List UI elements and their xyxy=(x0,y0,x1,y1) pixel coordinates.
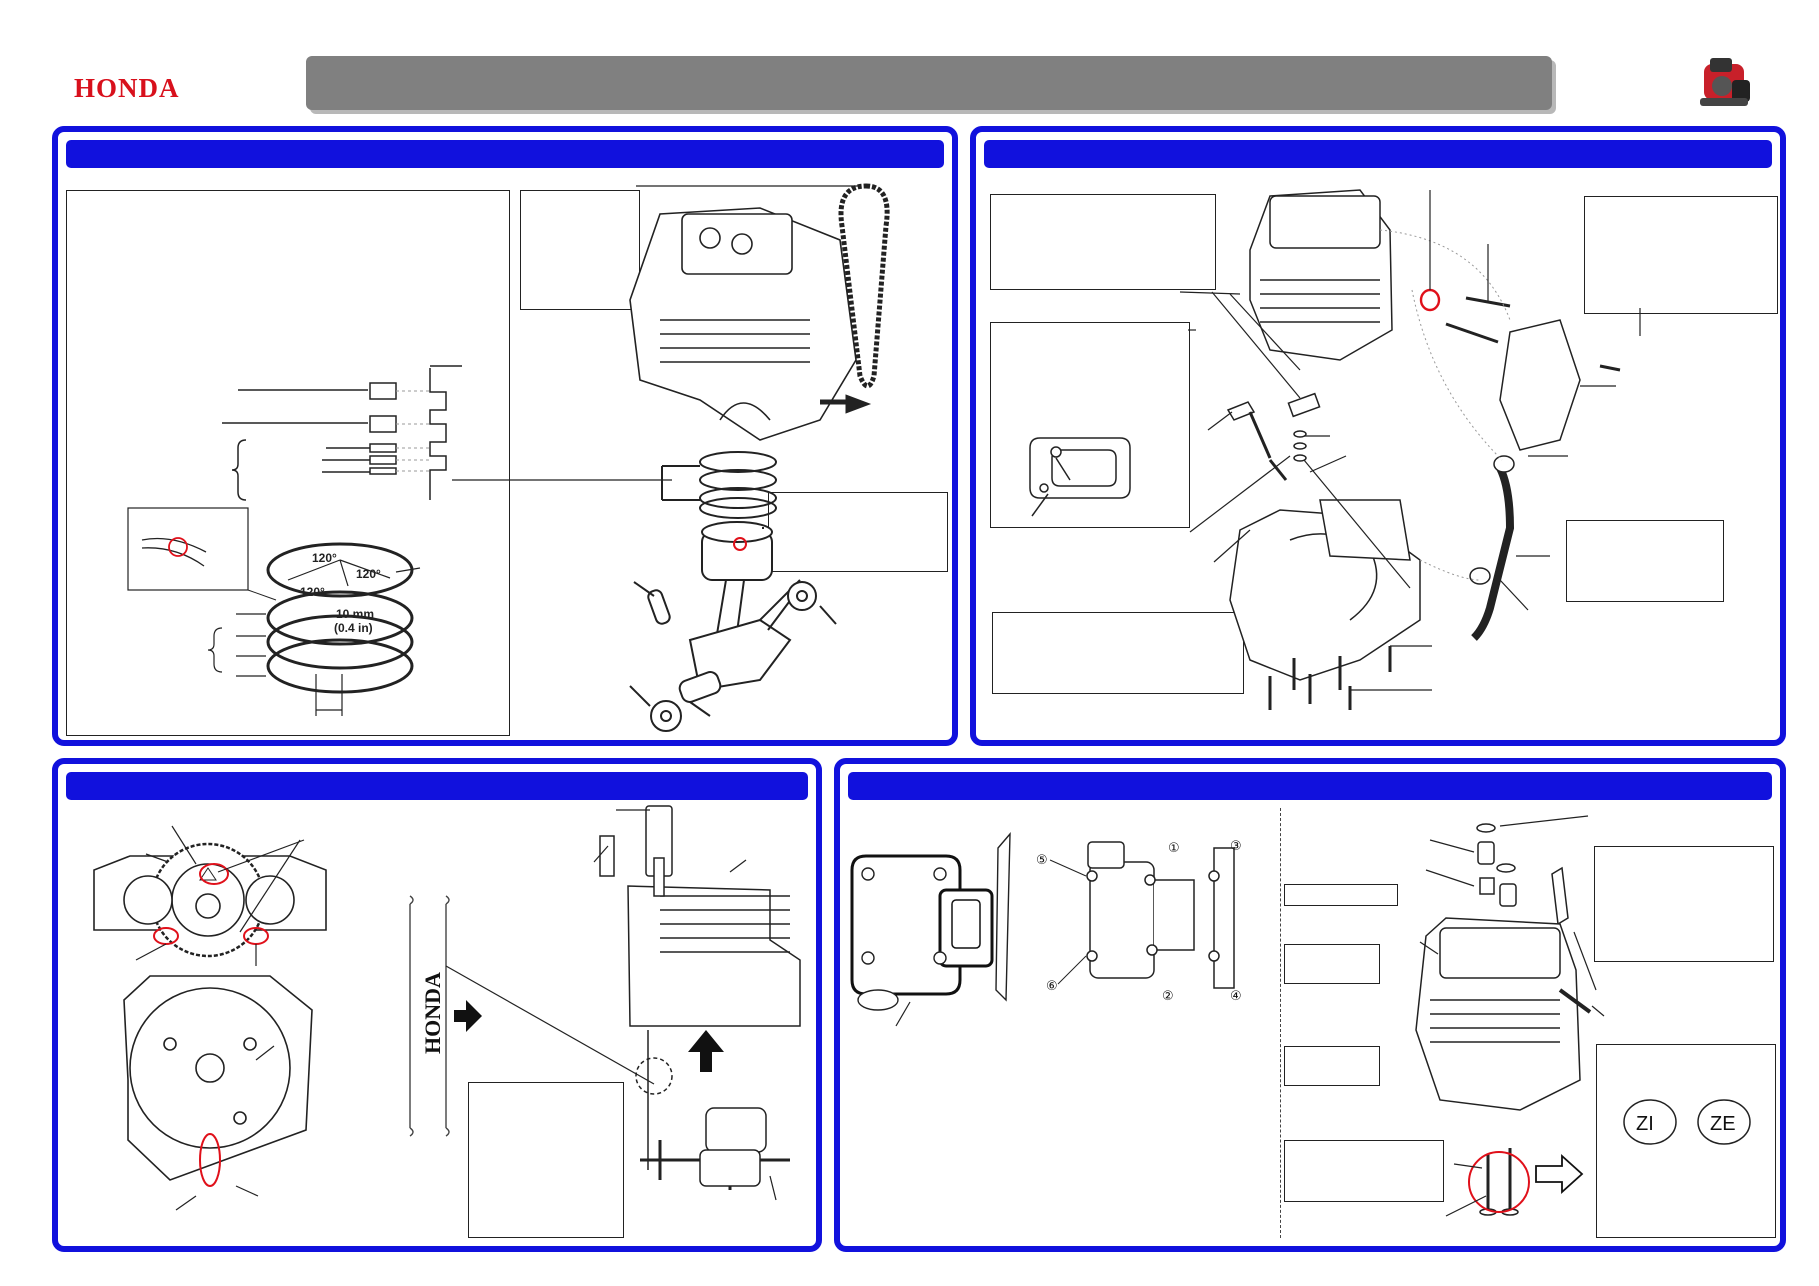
panel-header-bar xyxy=(848,772,1772,800)
crankcase-note-textbox-2 xyxy=(992,612,1244,694)
cylinder-note-textbox xyxy=(520,190,640,310)
panel-crankcase-assembly xyxy=(970,126,1786,746)
head-note-label-2 xyxy=(1284,944,1380,984)
panel-piston-crankshaft xyxy=(52,126,958,746)
ring-installation-textbox xyxy=(66,190,510,736)
crankcase-note-textbox-1 xyxy=(990,194,1216,290)
panel-header-bar xyxy=(984,140,1772,168)
head-note-label-3 xyxy=(1284,1046,1380,1086)
panel-cylinder-head xyxy=(834,758,1786,1252)
cover-note-textbox xyxy=(1584,196,1778,314)
pipe-note-textbox xyxy=(1566,520,1724,602)
section-divider xyxy=(1280,808,1281,1238)
piston-note-textbox xyxy=(768,492,948,572)
engine-thumbnail-icon xyxy=(1692,50,1758,116)
honda-logo: HONDA xyxy=(74,73,180,103)
bolt-note-textbox xyxy=(1284,1140,1444,1202)
panel-header-bar xyxy=(66,772,808,800)
valve-note-textbox xyxy=(1594,846,1774,962)
head-note-label-1 xyxy=(1284,884,1398,906)
bolt-marking-box xyxy=(1596,1044,1776,1238)
belt-note-textbox xyxy=(468,1082,624,1238)
panel-header-bar xyxy=(66,140,944,168)
page-title-bar xyxy=(306,56,1552,110)
panel-timing-belt xyxy=(52,758,822,1252)
breather-detail-box xyxy=(990,322,1190,528)
